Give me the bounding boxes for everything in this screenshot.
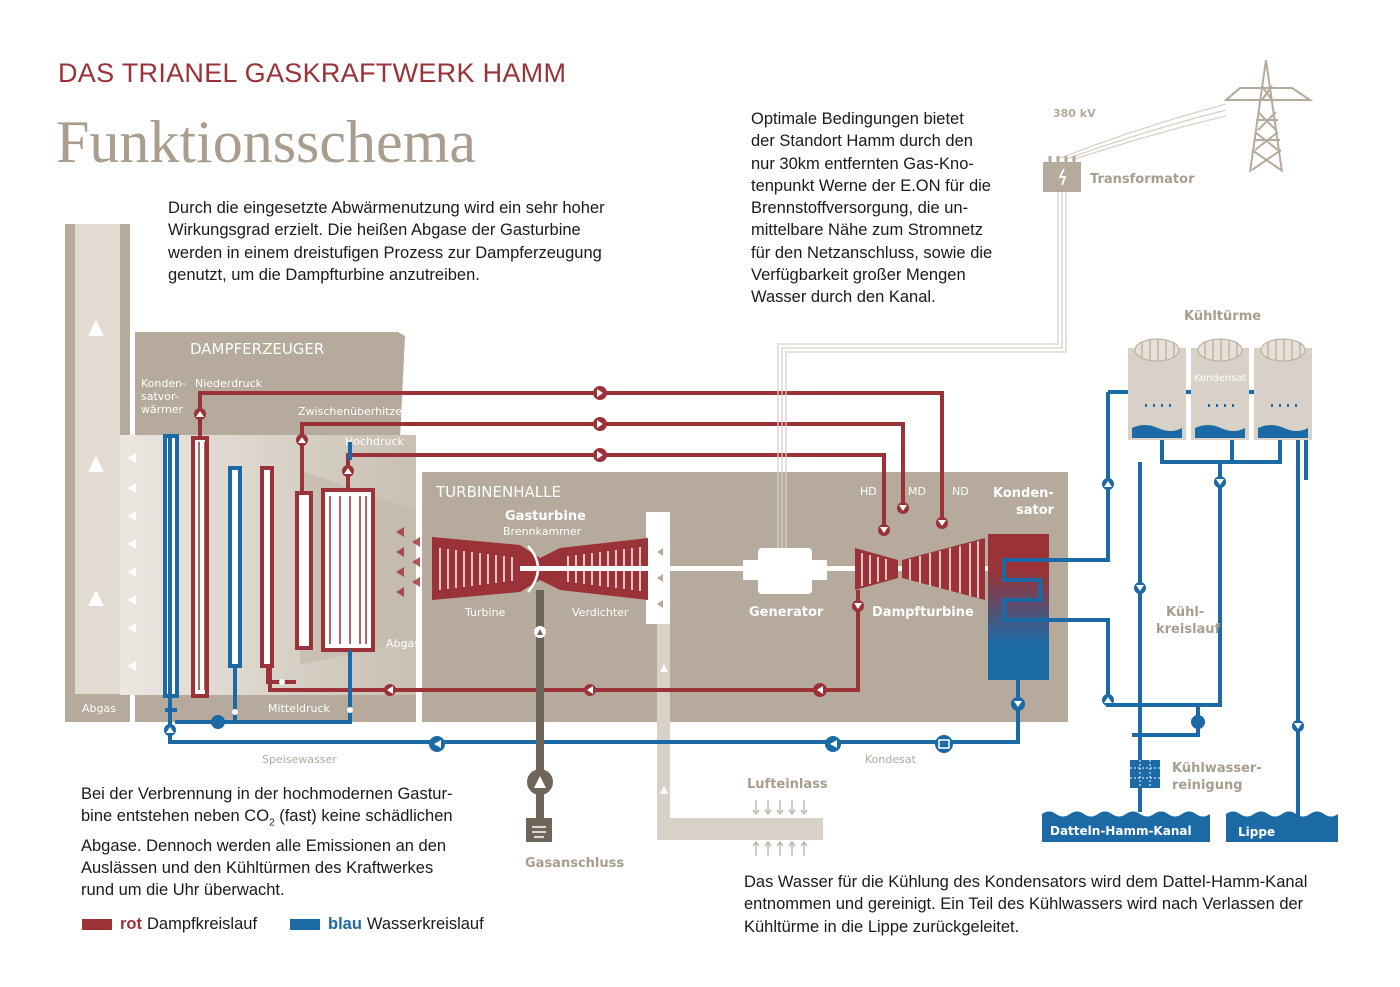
pump-icon-mitteldruck [211, 715, 225, 729]
exhaust-flow-arrows [128, 453, 136, 671]
chimney: Abgas [65, 224, 130, 722]
label-380kv: 380 kV [1053, 107, 1096, 120]
label-hochdruck: Hochdruck [345, 435, 405, 448]
label-kuehlkreislauf-2: kreislauf [1156, 622, 1221, 637]
label-lufteinlass: Lufteinlass [747, 777, 828, 792]
label-kuehltuerme: Kühltürme [1184, 309, 1261, 324]
label-dampf: Dampf [640, 435, 678, 448]
label-brennkammer: Brennkammer [503, 525, 582, 538]
label-md: MD [908, 485, 926, 498]
hot-gas-arrows [396, 527, 420, 597]
pump-icon-kondensat [935, 735, 953, 753]
label-speisewasser: Speisewasser [262, 753, 337, 766]
transformer-icon [1043, 156, 1081, 192]
label-kondensator-2: sator [1016, 503, 1055, 518]
page-kicker: DAS TRIANEL GASKRAFTWERK HAMM [58, 58, 567, 88]
air-intake: Lufteinlass [646, 512, 828, 856]
label-kondensatvorwaermer-3: wärmer [141, 403, 184, 416]
turbine-hall: TURBINENHALLE Gasturbine Brennkammer Tur… [422, 472, 1068, 722]
emissions-text-part1: Bei der Verbrennung in der hochmodernen … [81, 785, 453, 826]
exchanger-red-mid [295, 491, 313, 650]
canal: Datteln-Hamm-Kanal [1042, 811, 1210, 842]
exchanger-mitteldruck [228, 466, 242, 668]
exchanger-zwischenueberhitzer [260, 466, 274, 668]
label-nd: ND [952, 485, 969, 498]
legend-blue-label: Wasserkreislauf [366, 915, 484, 933]
generator-icon [743, 548, 827, 594]
page-title: Funktionsschema [56, 109, 476, 175]
label-zwischenueberhitzer: Zwischenüberhitzer [298, 405, 407, 418]
water-treatment-icon [1130, 760, 1160, 788]
label-abgas: Abgas [82, 702, 116, 715]
river-lippe: Lippe [1226, 811, 1338, 842]
condenser [988, 534, 1110, 680]
emissions-text-part2: (fast) keine schädlichen Abgase. Dennoch… [81, 807, 453, 900]
legend-blue-word: blau [328, 915, 362, 933]
label-kondensat: Kondensat [1194, 373, 1247, 384]
label-kuehlwasserreinigung-2: reinigung [1172, 778, 1243, 793]
label-verdichter: Verdichter [572, 606, 629, 619]
steam-flow-markers [194, 386, 948, 697]
cooling-towers: Kühltürme Kondensat [1128, 309, 1312, 440]
label-kondesat: Kondesat [865, 753, 917, 766]
legend-red-word: rot [120, 915, 142, 933]
intro-text: Durch die eingesetzte Abwärmenutzung wir… [168, 199, 605, 284]
label-kuehlwasserreinigung-1: Kühlwasser- [1172, 761, 1262, 776]
emissions-text-subscript: 2 [269, 817, 275, 829]
water-flow-markers [164, 476, 1304, 753]
cooling-text: Das Wasser für die Kühlung des Kondensat… [744, 873, 1308, 936]
legend-swatch-blue [290, 919, 320, 930]
label-generator: Generator [749, 605, 824, 620]
label-turbinenhalle: TURBINENHALLE [435, 483, 561, 501]
label-kondensatvorwaermer-1: Konden- [141, 377, 186, 390]
label-dampfturbine: Dampfturbine [872, 605, 974, 620]
pump-icon-kuehlkreislauf [1191, 715, 1205, 729]
chimney-flow-arrows [88, 320, 104, 606]
emissions-text: Bei der Verbrennung in der hochmodernen … [81, 783, 481, 902]
location-text: Optimale Bedingungen bietet der Standort… [751, 110, 993, 307]
label-kanal: Datteln-Hamm-Kanal [1050, 824, 1192, 838]
label-kondensatvorwaermer-2: satvor- [141, 390, 179, 403]
label-dampferzeuger: DAMPFERZEUGER [190, 340, 324, 358]
label-gasturbine: Gasturbine [505, 509, 586, 524]
legend-swatch-red [82, 919, 112, 930]
label-gasanschluss: Gasanschluss [525, 856, 624, 871]
gas-turbine [432, 537, 650, 600]
power-line [777, 103, 1227, 548]
legend-steam: rot Dampfkreislauf [82, 915, 257, 934]
gas-supply: Gasanschluss [525, 590, 624, 871]
label-lippe: Lippe [1238, 825, 1275, 839]
legend-water: blau Wasserkreislauf [290, 915, 484, 934]
label-mitteldruck: Mitteldruck [268, 702, 331, 715]
legend-red-label: Dampfkreislauf [147, 915, 258, 933]
label-kondensator-1: Konden- [993, 486, 1054, 501]
gas-connection-icon [526, 818, 552, 842]
label-transformator: Transformator [1090, 172, 1195, 187]
steam-turbine-icon [855, 538, 985, 600]
pylon-icon [1223, 59, 1314, 173]
label-kuehlkreislauf-1: Kühl- [1166, 605, 1204, 620]
label-niederdruck: Niederdruck [195, 377, 263, 390]
label-turbine: Turbine [464, 606, 506, 619]
label-hd: HD [860, 485, 877, 498]
